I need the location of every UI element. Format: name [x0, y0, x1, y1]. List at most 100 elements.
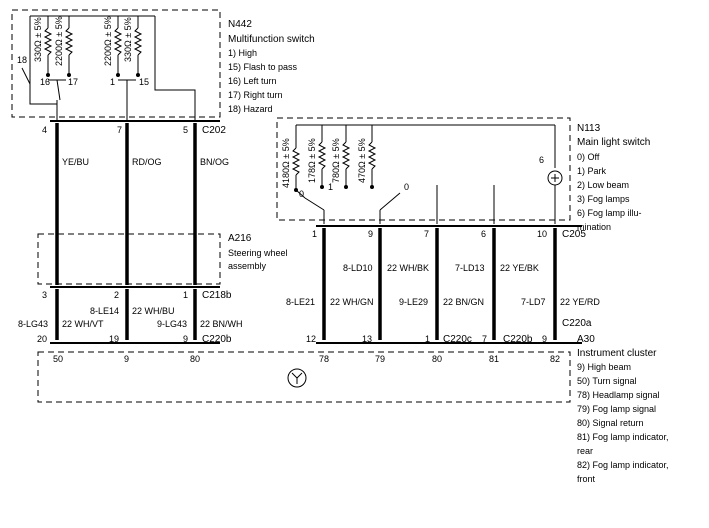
a30-item-50: 50) Turn signal — [577, 376, 637, 386]
n113-contact-label-0a: 0 — [299, 189, 304, 199]
n442-item-16: 16) Left turn — [228, 76, 277, 86]
c205-pin-6: 6 — [481, 229, 486, 239]
n113-outline — [276, 117, 571, 221]
n113-resistor-3 — [341, 125, 351, 186]
n442-contact-1 — [116, 73, 120, 77]
color-7-ld13: 22 YE/BK — [500, 263, 539, 273]
a30-item-81: 81) Fog lamp indicator, — [577, 432, 669, 442]
c220a-label: C220a — [562, 318, 592, 329]
c220b-left-pin-20: 20 — [37, 334, 47, 344]
c220b-left-label: C220b — [202, 334, 232, 345]
n442-item-15: 15) Flash to pass — [228, 62, 298, 72]
circuit-9-le29: 9-LE29 — [399, 297, 428, 307]
n113-item-1: 1) Park — [577, 166, 607, 176]
cluster-pin-50: 50 — [53, 354, 63, 364]
c220b-left-connector: 20 19 9 C220b — [37, 334, 232, 345]
n442-contact-16 — [46, 73, 50, 77]
a216-line-2: assembly — [228, 261, 267, 271]
n113-wiper-2 — [379, 192, 401, 211]
n113-resistor-4 — [367, 125, 377, 186]
n442-multifunction-switch: 330Ω ± 5% 2200Ω ± 5% 2200Ω ± 5% 330Ω ± 5… — [11, 9, 315, 120]
c202-pin-7: 7 — [117, 125, 122, 135]
color-9-lg43: 22 BN/WH — [200, 319, 243, 329]
wire-color-bn-og: BN/OG — [200, 157, 229, 167]
c218b-label: C218b — [202, 290, 232, 301]
a216-ref: A216 — [228, 233, 252, 244]
n442-ref: N442 — [228, 19, 252, 30]
c220-pin-1: 1 — [425, 334, 430, 344]
cluster-pin-79: 79 — [375, 354, 385, 364]
circuit-9-lg43: 9-LG43 — [157, 319, 187, 329]
a30-item-9: 9) High beam — [577, 362, 631, 372]
n113-item-0: 0) Off — [577, 152, 600, 162]
upper-wires: YE/BU RD/OG BN/OG — [55, 123, 229, 285]
n113-contact-label-0b: 0 — [404, 182, 409, 192]
a30-item-79: 79) Fog lamp signal — [577, 404, 656, 414]
n442-outline — [11, 9, 221, 118]
c218b-pin-3: 3 — [42, 290, 47, 300]
c220-pin-12: 12 — [306, 334, 316, 344]
c202-pin-5: 5 — [183, 125, 188, 135]
n442-resistor-3 — [113, 16, 123, 73]
n442-resistor-label-3: 2200Ω ± 5% — [103, 16, 113, 66]
n113-resistor-2 — [317, 125, 327, 186]
n442-resistor-2 — [64, 16, 74, 73]
color-8-le14: 22 WH/BU — [132, 306, 175, 316]
c220-pin-13: 13 — [362, 334, 372, 344]
n442-contact-17 — [67, 73, 71, 77]
c205-label: C205 — [562, 229, 586, 240]
c220-pin-9: 9 — [542, 334, 547, 344]
n113-contact-label-6: 6 — [539, 155, 544, 165]
a216-line-1: Steering wheel — [228, 248, 288, 258]
n442-hazard-wiper — [21, 67, 31, 85]
n113-resistor-label-2: 178Ω ± 5% — [307, 138, 317, 183]
n442-resistor-label-4: 330Ω ± 5% — [123, 17, 133, 62]
n113-main-light-switch: 4180Ω ± 5% 178Ω ± 5% 780Ω ± 5% 470Ω ± 5%… — [276, 117, 650, 232]
cluster-pin-9: 9 — [124, 354, 129, 364]
n442-item-18: 18) Hazard — [228, 104, 273, 114]
n442-contact-15 — [136, 73, 140, 77]
c220-right-connectors: 12 13 1 7 9 C220c C220b C220a — [306, 318, 592, 345]
a30-item-82: 82) Fog lamp indicator, — [577, 460, 669, 470]
circuit-8-ld10: 8-LD10 — [343, 263, 373, 273]
cluster-pin-78: 78 — [319, 354, 329, 364]
lower-left-wires: 8-LG43 22 WH/VT 8-LE14 22 WH/BU 9-LG43 2… — [18, 289, 243, 340]
c205-pin-7: 7 — [424, 229, 429, 239]
c205-connector: 1 9 7 6 10 C205 — [312, 225, 586, 240]
n113-item-3: 3) Fog lamps — [577, 194, 630, 204]
c202-label: C202 — [202, 125, 226, 136]
n113-resistor-label-1: 4180Ω ± 5% — [281, 138, 291, 188]
wire-color-rd-og: RD/OG — [132, 157, 162, 167]
c220b-right-label: C220b — [503, 334, 533, 345]
a30-item-82-cont: front — [577, 474, 596, 484]
n113-item-6-cont: mination — [577, 222, 611, 232]
n442-contact-label-15: 15 — [139, 77, 149, 87]
c202-connector: 4 7 5 C202 — [42, 120, 226, 136]
n113-resistor-1 — [291, 125, 301, 190]
c218b-connector: 3 2 1 C218b — [42, 286, 232, 301]
c205-pin-1: 1 — [312, 229, 317, 239]
n442-contact-label-17: 17 — [68, 77, 78, 87]
a30-item-80: 80) Signal return — [577, 418, 644, 428]
n442-contact-label-16: 16 — [40, 77, 50, 87]
cluster-pin-81: 81 — [489, 354, 499, 364]
a216-steering-wheel-assembly: A216 Steering wheel assembly — [37, 233, 288, 285]
cluster-pin-80a: 80 — [190, 354, 200, 364]
n113-resistor-label-3: 780Ω ± 5% — [331, 138, 341, 183]
n113-title: Main light switch — [577, 137, 650, 148]
c205-pin-10: 10 — [537, 229, 547, 239]
c205-pin-9: 9 — [368, 229, 373, 239]
cluster-pin-82: 82 — [550, 354, 560, 364]
instrument-cluster-gauge-icon — [287, 368, 307, 388]
n113-contact-label-1: 1 — [328, 182, 333, 192]
n113-wiper-1 — [304, 197, 325, 211]
n442-resistor-label-2: 2200Ω ± 5% — [54, 16, 64, 66]
n113-item-6: 6) Fog lamp illu- — [577, 208, 642, 218]
n113-item-2: 2) Low beam — [577, 180, 629, 190]
color-8-le21: 22 WH/GN — [330, 297, 374, 307]
c218b-pin-2: 2 — [114, 290, 119, 300]
c220b-left-pin-19: 19 — [109, 334, 119, 344]
c220-pin-7: 7 — [482, 334, 487, 344]
a30-item-81-cont: rear — [577, 446, 593, 456]
